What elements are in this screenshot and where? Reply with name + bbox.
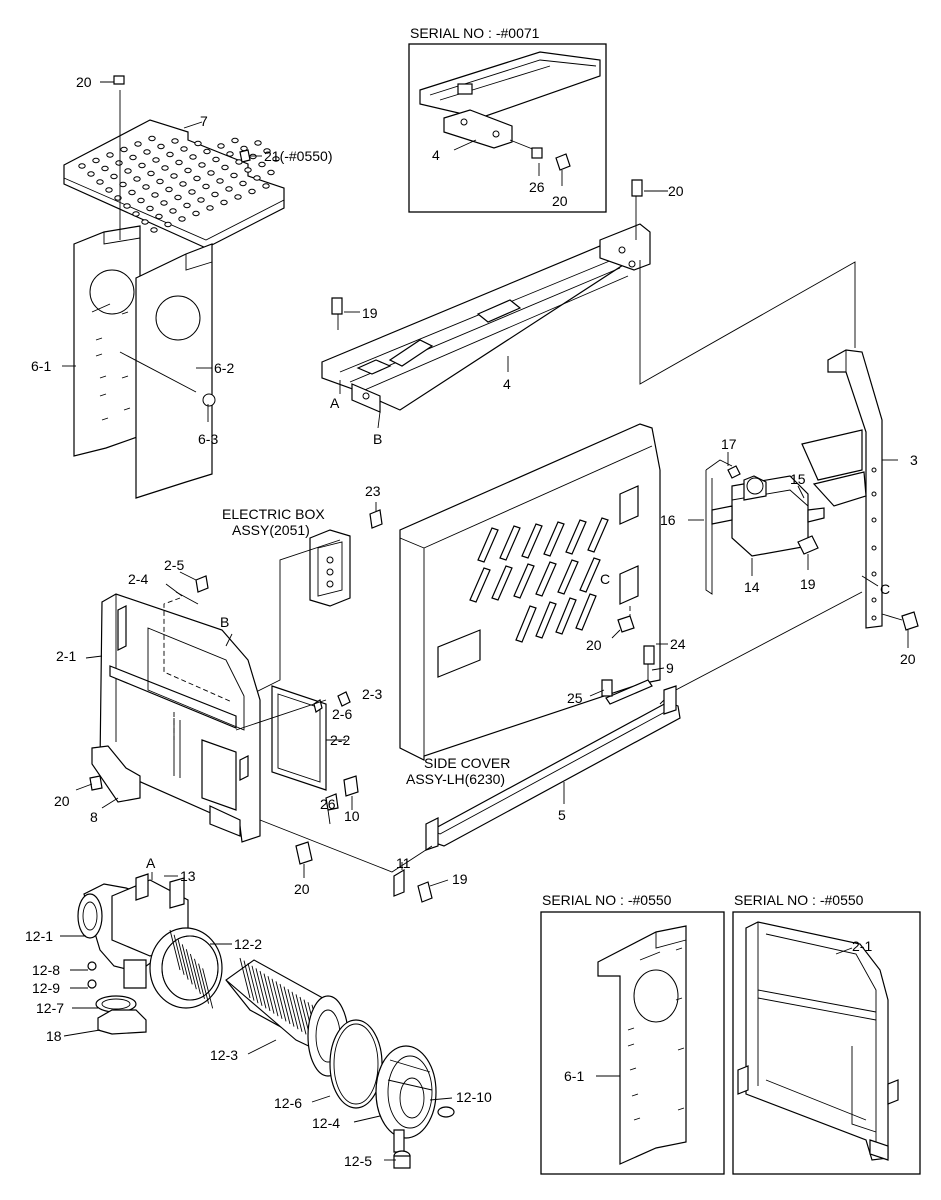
label-11: 11 <box>396 855 411 871</box>
label-12-8: 12-8 <box>32 962 60 978</box>
label-box-4: 4 <box>432 147 440 163</box>
label-2-4: 2-4 <box>128 571 148 587</box>
label-15: 15 <box>790 471 806 487</box>
label-20b: 20 <box>668 183 684 199</box>
label-A2: A <box>146 855 156 871</box>
label-12-2: 12-2 <box>234 936 262 952</box>
serial-box-bottom-right: SERIAL NO : -#0550 <box>732 892 921 1175</box>
label-C2: C <box>600 571 610 587</box>
cover-plate-2-2 <box>271 685 327 791</box>
label-13: 13 <box>180 868 196 884</box>
label-box-26: 26 <box>529 179 545 195</box>
bracket-6-2 <box>135 243 216 499</box>
serial-box-top-title: SERIAL NO : -#0071 <box>410 25 540 41</box>
top-cover-plate-7 <box>63 119 285 249</box>
label-2-2: 2-2 <box>330 732 350 748</box>
label-4: 4 <box>503 376 511 392</box>
label-20f: 20 <box>294 881 310 897</box>
label-B2: B <box>220 614 229 630</box>
label-25: 25 <box>567 690 583 706</box>
label-5: 5 <box>558 807 566 823</box>
label-17: 17 <box>721 436 737 452</box>
label-3: 3 <box>910 452 918 468</box>
label-21: 21(-#0550) <box>264 148 333 164</box>
label-19c: 19 <box>452 871 468 887</box>
label-12-7: 12-7 <box>36 1000 64 1016</box>
label-9: 9 <box>666 660 674 676</box>
side-cover-text-1: SIDE COVER <box>424 755 510 771</box>
label-20c: 20 <box>900 651 916 667</box>
electric-box-text-1: ELECTRIC BOX <box>222 506 325 522</box>
label-12-5: 12-5 <box>344 1153 372 1169</box>
label-7: 7 <box>200 113 208 129</box>
label-23: 23 <box>365 483 381 499</box>
label-26: 26 <box>320 796 336 812</box>
label-2-1: 2-1 <box>56 648 76 664</box>
label-6-3: 6-3 <box>198 431 218 447</box>
label-20a: 20 <box>76 74 92 90</box>
bracket-6-1 <box>73 225 141 457</box>
label-12-10: 12-10 <box>456 1089 492 1105</box>
lower-bar-5 <box>425 685 681 851</box>
inset-label-6-1: 6-1 <box>564 1068 584 1084</box>
label-C1: C <box>880 581 890 597</box>
side-cover-assy <box>399 423 661 761</box>
serial-box-br-title: SERIAL NO : -#0550 <box>734 892 864 908</box>
side-frame-3 <box>801 349 883 629</box>
label-12-3: 12-3 <box>210 1047 238 1063</box>
label-24: 24 <box>670 636 686 652</box>
serial-box-bottom-left: SERIAL NO : -#0550 <box>540 892 725 1175</box>
label-12-4: 12-4 <box>312 1115 340 1131</box>
label-12-1: 12-1 <box>25 928 53 944</box>
inset-label-2-1: 2-1 <box>852 938 872 954</box>
reservoir-tank-14 <box>705 459 825 595</box>
label-A1: A <box>330 395 340 411</box>
electric-box-text-2: ASSY(2051) <box>232 522 310 538</box>
end-cap-12-4 <box>375 1045 437 1153</box>
label-19b: 19 <box>800 576 816 592</box>
pre-filter-12-2 <box>149 927 223 1009</box>
label-B1: B <box>373 431 382 447</box>
label-8: 8 <box>90 809 98 825</box>
support-rail-4 <box>321 223 651 413</box>
label-12-6: 12-6 <box>274 1095 302 1111</box>
label-6-1: 6-1 <box>31 358 51 374</box>
label-20e: 20 <box>54 793 70 809</box>
serial-box-top: SERIAL NO : -#0071 <box>408 25 607 213</box>
label-16: 16 <box>660 512 676 528</box>
label-20d: 20 <box>586 637 602 653</box>
label-2-5: 2-5 <box>164 557 184 573</box>
electric-box-assy <box>309 529 351 607</box>
side-panel-2-1 <box>91 593 261 843</box>
label-14: 14 <box>744 579 760 595</box>
label-19a: 19 <box>362 305 378 321</box>
label-10: 10 <box>344 808 360 824</box>
side-cover-text-2: ASSY-LH(6230) <box>406 771 505 787</box>
label-2-6: 2-6 <box>332 706 352 722</box>
label-18: 18 <box>46 1028 62 1044</box>
label-2-3: 2-3 <box>362 686 382 702</box>
label-box-20: 20 <box>552 193 568 209</box>
label-12-9: 12-9 <box>32 980 60 996</box>
serial-box-bl-title: SERIAL NO : -#0550 <box>542 892 672 908</box>
air-cleaner-body-12-1 <box>77 873 189 989</box>
label-6-2: 6-2 <box>214 360 234 376</box>
